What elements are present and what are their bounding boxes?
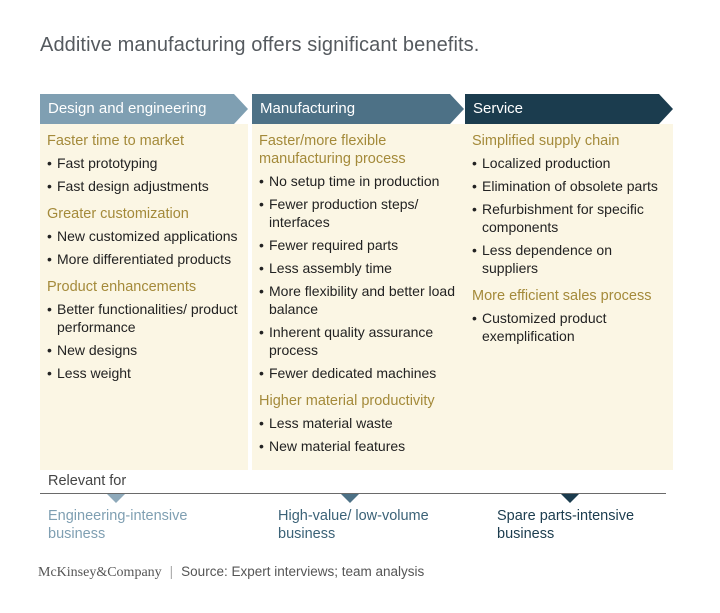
section-heading: Higher material productivity xyxy=(259,393,435,409)
list-item: Less material waste xyxy=(259,414,459,432)
list-item: Fewer required parts xyxy=(259,236,459,254)
column-service: Service Simplified supply chain Localize… xyxy=(465,94,673,470)
source-note: Source: Expert interviews; team analysis xyxy=(181,564,425,579)
list-item: More flexibility and better load balance xyxy=(259,282,459,318)
list-item: Localized production xyxy=(472,154,667,172)
section-heading: More efficient sales process xyxy=(472,288,652,304)
column-body-service: Simplified supply chain Localized produc… xyxy=(465,124,673,470)
list-item: Refurbishment for specific components xyxy=(472,200,667,236)
list-item: Customized product exemplification xyxy=(472,309,667,345)
list-item: No setup time in production xyxy=(259,172,459,190)
relevant-for-label: Relevant for xyxy=(48,473,127,489)
section-heading: Greater customization xyxy=(47,206,189,222)
relevant-divider xyxy=(40,493,666,494)
section-heading: Simplified supply chain xyxy=(472,133,620,149)
column-body-design: Faster time to market Fast prototyping F… xyxy=(40,124,248,470)
list-item: Less assembly time xyxy=(259,259,459,277)
relevant-high-value-low-volume: High-value/ low-volume business xyxy=(278,508,429,542)
list-item: Better functionalities/ product performa… xyxy=(47,300,242,336)
marker-triangle-icon xyxy=(341,494,359,503)
list-item: Less weight xyxy=(47,364,242,382)
section: More efficient sales process Customized … xyxy=(472,287,667,345)
list-item: More differentiated products xyxy=(47,250,242,268)
column-design-engineering: Design and engineering Faster time to ma… xyxy=(40,94,248,470)
list-item: Inherent quality assurance process xyxy=(259,323,459,359)
list-item: Less dependence on suppliers xyxy=(472,241,667,277)
section: Higher material productivity Less materi… xyxy=(259,392,459,455)
page-title: Additive manufacturing offers significan… xyxy=(40,34,480,56)
list-item: New customized applications xyxy=(47,227,242,245)
section: Faster/more flexible manufacturing proce… xyxy=(259,132,459,382)
section: Faster time to market Fast prototyping F… xyxy=(47,132,242,195)
relevant-spare-parts-intensive: Spare parts-intensive business xyxy=(497,508,635,542)
section: Product enhancements Better functionalit… xyxy=(47,278,242,382)
section-heading: Product enhancements xyxy=(47,279,197,295)
list-item: Fast design adjustments xyxy=(47,177,242,195)
column-header-manufacturing: Manufacturing xyxy=(252,94,464,124)
footer: McKinsey&Company | Source: Expert intervie… xyxy=(38,564,424,581)
footer-separator: | xyxy=(169,564,174,579)
column-body-manufacturing: Faster/more flexible manufacturing proce… xyxy=(252,124,465,470)
section: Greater customization New customized app… xyxy=(47,205,242,268)
section-heading: Faster/more flexible manufacturing proce… xyxy=(259,133,406,167)
list-item: Fewer production steps/ interfaces xyxy=(259,195,459,231)
relevant-engineering-intensive: Engineering-intensive business xyxy=(48,508,188,542)
list-item: New designs xyxy=(47,341,242,359)
marker-triangle-icon xyxy=(107,494,125,503)
section-heading: Faster time to market xyxy=(47,133,184,149)
marker-triangle-icon xyxy=(561,494,579,503)
list-item: Fewer dedicated machines xyxy=(259,364,459,382)
section: Simplified supply chain Localized produc… xyxy=(472,132,667,277)
list-item: New material features xyxy=(259,437,459,455)
column-header-design: Design and engineering xyxy=(40,94,248,124)
column-header-service: Service xyxy=(465,94,673,124)
list-item: Elimination of obsolete parts xyxy=(472,177,667,195)
brand-logo: McKinsey&Company xyxy=(38,565,162,580)
list-item: Fast prototyping xyxy=(47,154,242,172)
column-manufacturing: Manufacturing Faster/more flexible manuf… xyxy=(252,94,465,470)
